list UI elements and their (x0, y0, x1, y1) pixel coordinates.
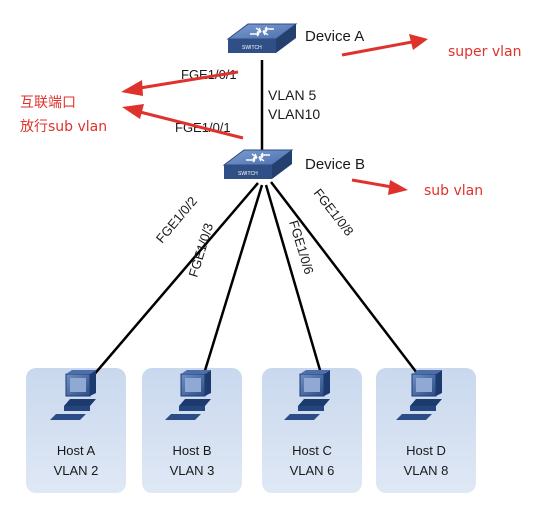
computer-icon (50, 370, 96, 420)
host-c-vlan: VLAN 6 (290, 463, 335, 478)
annotation-sub-vlan: sub vlan (424, 183, 483, 199)
switch-icon: SWITCH (222, 149, 294, 179)
computer-icon (284, 370, 330, 420)
host-c-name: Host C (292, 443, 332, 458)
downlink-line-c (264, 184, 324, 378)
host-d-vlan: VLAN 8 (404, 463, 449, 478)
uplink-vlan-label-1: VLAN 5 (268, 87, 316, 103)
annotation-interconnect-line2: 放行sub vlan (20, 119, 107, 135)
downlink-line-d (270, 181, 421, 378)
computer-icon (396, 370, 442, 420)
port-label-downlink-d: FGE1/0/8 (311, 186, 357, 239)
svg-text:SWITCH: SWITCH (238, 171, 258, 177)
port-label-downlink-a: FGE1/0/2 (153, 194, 200, 246)
downlink-line-b (201, 184, 264, 378)
host-a-vlan: VLAN 2 (54, 463, 99, 478)
annotation-arrow-port-a (121, 70, 239, 96)
host-panel-a (26, 368, 126, 493)
annotation-arrow-super-vlan (341, 34, 428, 57)
device-a-label: Device A (305, 28, 364, 45)
device-b-label: Device B (305, 156, 365, 173)
host-d-name: Host D (406, 443, 446, 458)
host-panel-b (142, 368, 242, 493)
computer-icon (165, 370, 211, 420)
annotation-super-vlan: super vlan (448, 44, 522, 60)
host-a-name: Host A (57, 443, 96, 458)
svg-text:SWITCH: SWITCH (242, 45, 262, 51)
port-label-downlink-b: FGE1/0/3 (186, 221, 217, 279)
downlink-line-a (91, 182, 259, 378)
host-panel-c (262, 368, 362, 493)
annotation-arrow-port-b (122, 104, 244, 140)
annotation-arrow-sub-vlan (351, 178, 408, 195)
host-b-name: Host B (172, 443, 211, 458)
host-panel-d (376, 368, 476, 493)
switch-icon: SWITCH (226, 23, 298, 53)
annotation-interconnect-line1: 互联端口 (20, 95, 76, 111)
host-b-vlan: VLAN 3 (170, 463, 215, 478)
uplink-vlan-label-2: VLAN10 (268, 106, 320, 122)
